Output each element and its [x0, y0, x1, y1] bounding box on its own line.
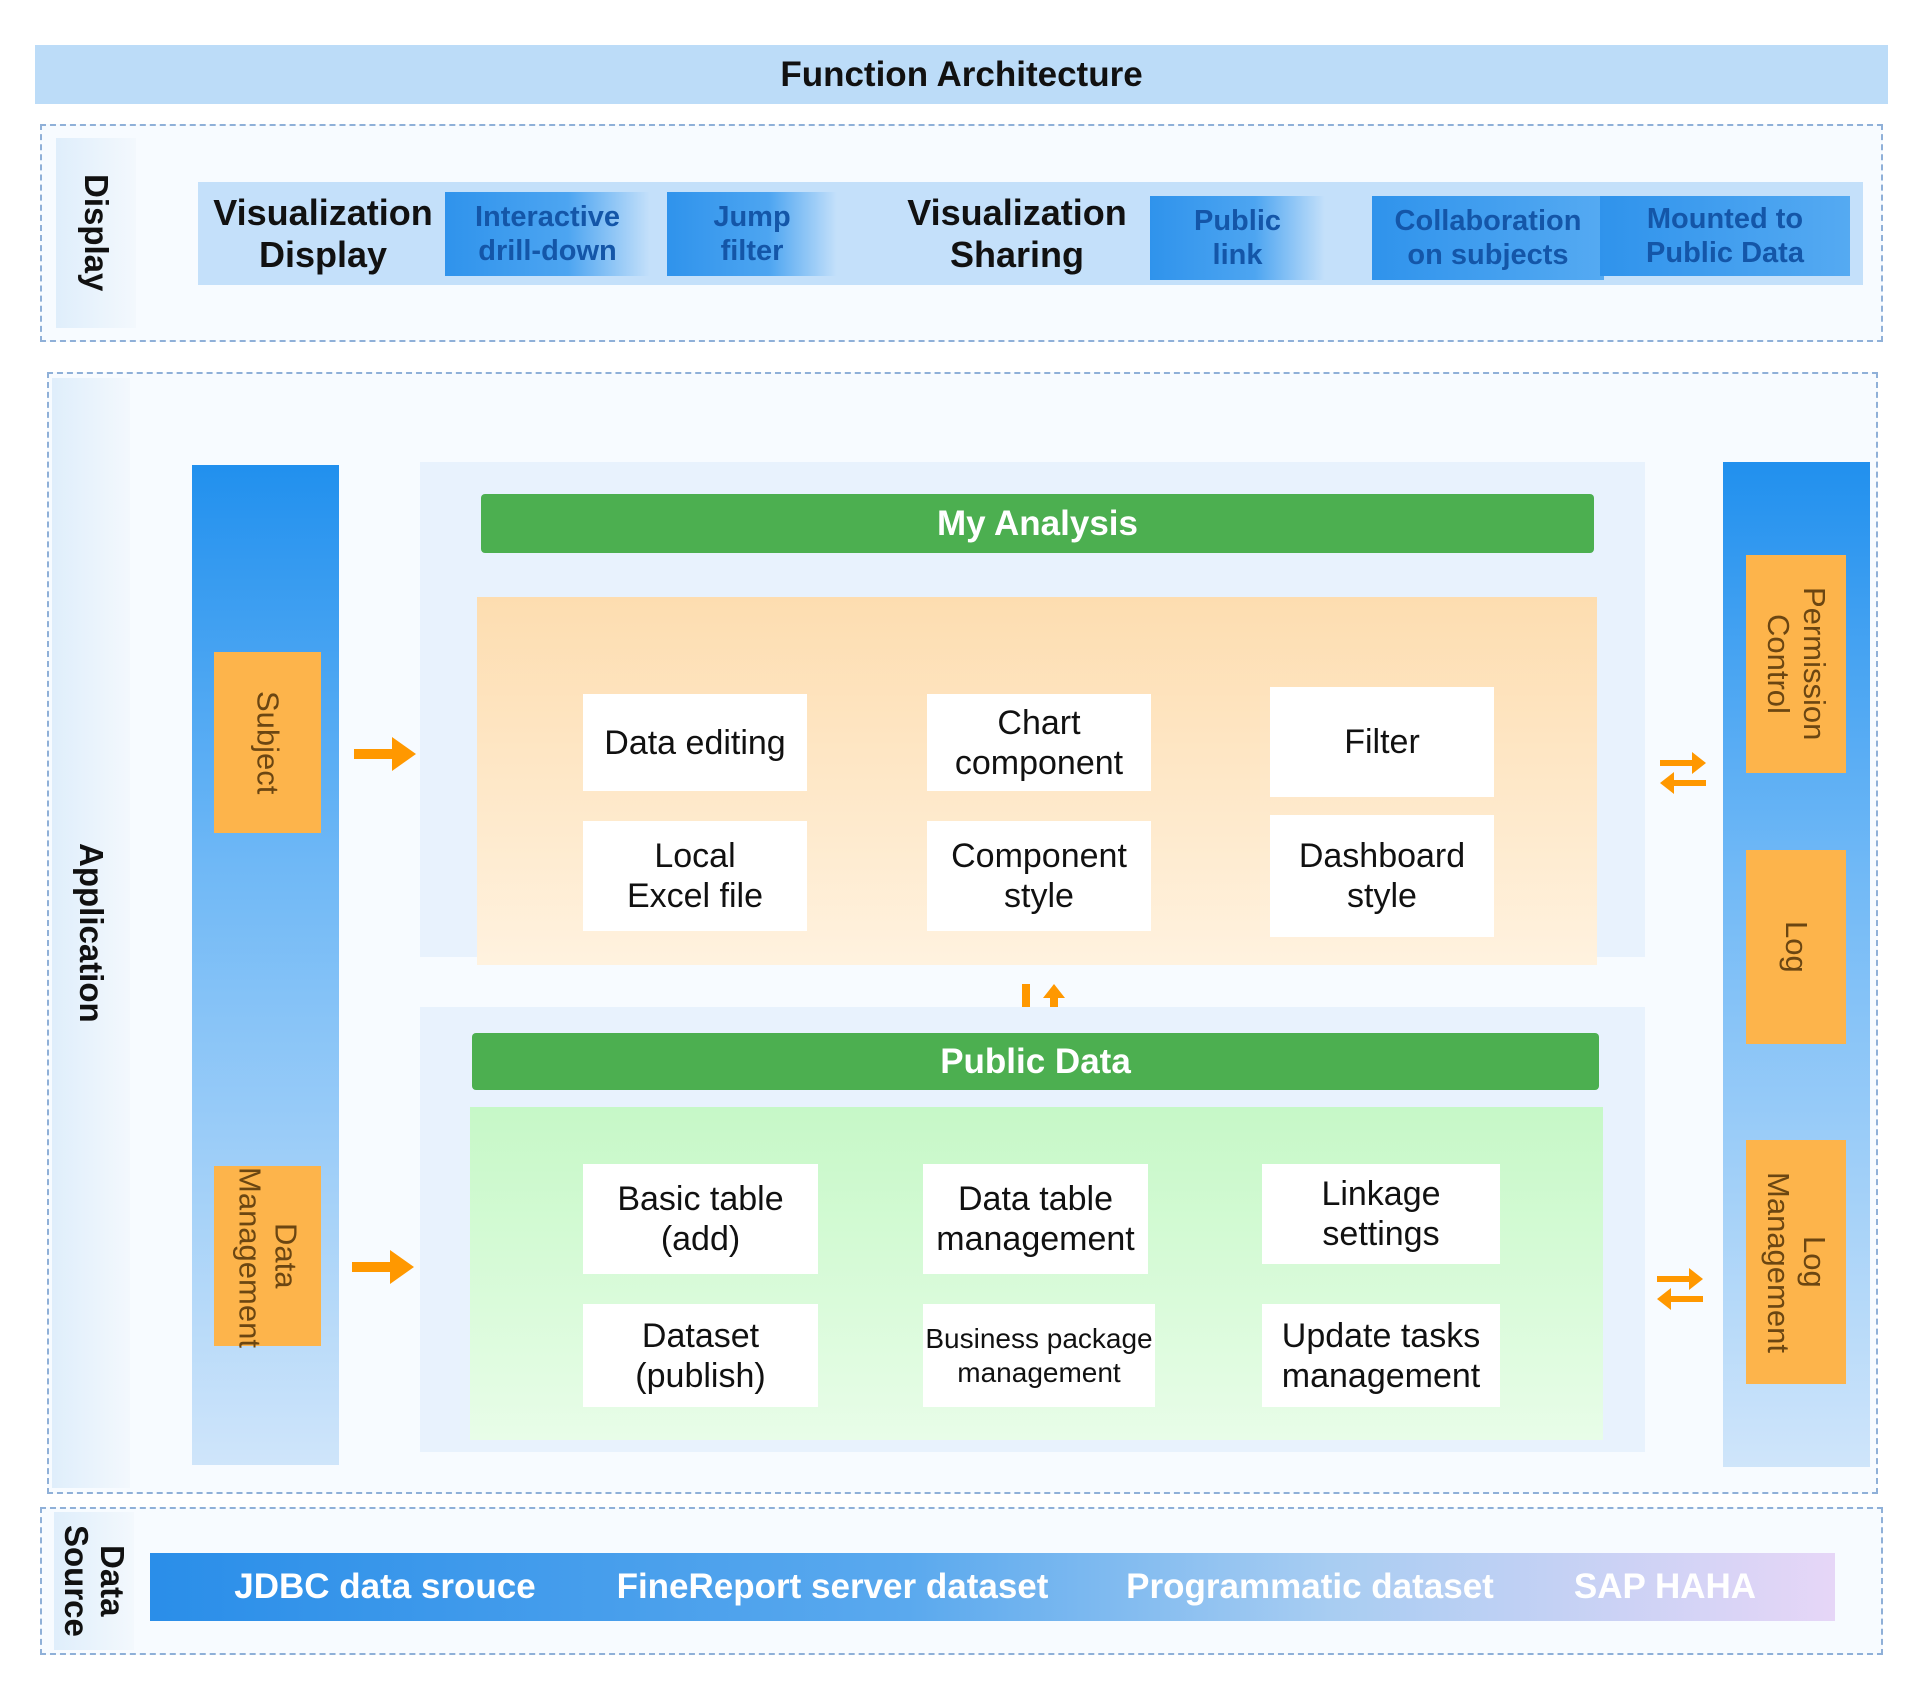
data-management-tag: Data Management: [214, 1166, 321, 1348]
component-style-card: Component style: [927, 821, 1151, 931]
bidirectional-arrows-icon: [1655, 1266, 1705, 1312]
display-section-label: Display: [56, 138, 136, 328]
update-tasks-management-card: Update tasks management: [1262, 1304, 1500, 1407]
collaboration-on-subjects-chip: Collaboration on subjects: [1372, 196, 1604, 280]
public-data-title: Public Data: [472, 1033, 1599, 1090]
data-source-item: JDBC data srouce: [234, 1567, 536, 1606]
public-link-chip: Public link: [1150, 196, 1325, 280]
data-source-item: Programmatic dataset: [1126, 1567, 1494, 1606]
jump-filter-chip: Jump filter: [667, 192, 837, 276]
my-analysis-title: My Analysis: [481, 494, 1594, 553]
diagram-title-text: Function Architecture: [780, 54, 1143, 94]
basic-table-card: Basic table (add): [583, 1164, 818, 1274]
data-source-section-label: Data Source: [54, 1512, 134, 1650]
mounted-to-public-data-chip: Mounted to Public Data: [1600, 196, 1850, 276]
arrow-right-icon: [350, 1246, 416, 1288]
data-source-bar: [150, 1553, 1835, 1621]
linkage-settings-card: Linkage settings: [1262, 1164, 1500, 1264]
data-source-item: FineReport server dataset: [616, 1567, 1049, 1606]
interactive-drilldown-chip: Interactive drill-down: [445, 192, 650, 276]
permission-control-tag: Permission Control: [1746, 555, 1846, 773]
diagram-title: Function Architecture: [35, 45, 1888, 104]
log-management-tag: Log Management: [1746, 1140, 1846, 1384]
local-excel-file-card: Local Excel file: [583, 821, 807, 931]
subject-tag: Subject: [214, 652, 321, 833]
filter-card: Filter: [1270, 687, 1494, 797]
data-editing-card: Data editing: [583, 694, 807, 791]
arrow-right-icon: [352, 733, 418, 775]
chart-component-card: Chart component: [927, 694, 1151, 791]
dataset-publish-card: Dataset (publish): [583, 1304, 818, 1407]
data-source-item: SAP HAHA: [1573, 1567, 1757, 1606]
data-table-management-card: Data table management: [923, 1164, 1148, 1274]
visualization-display-label: Visualization Display: [213, 191, 433, 275]
visualization-sharing-label: Visualization Sharing: [907, 191, 1127, 275]
log-tag: Log: [1746, 850, 1846, 1044]
bidirectional-arrows-icon: [1658, 750, 1708, 796]
application-label-text: Application: [73, 843, 110, 1023]
application-section-label: Application: [52, 378, 130, 1488]
dashboard-style-card: Dashboard style: [1270, 815, 1494, 937]
business-package-management-card: Business package management: [923, 1304, 1155, 1407]
display-label-text: Display: [78, 174, 115, 292]
